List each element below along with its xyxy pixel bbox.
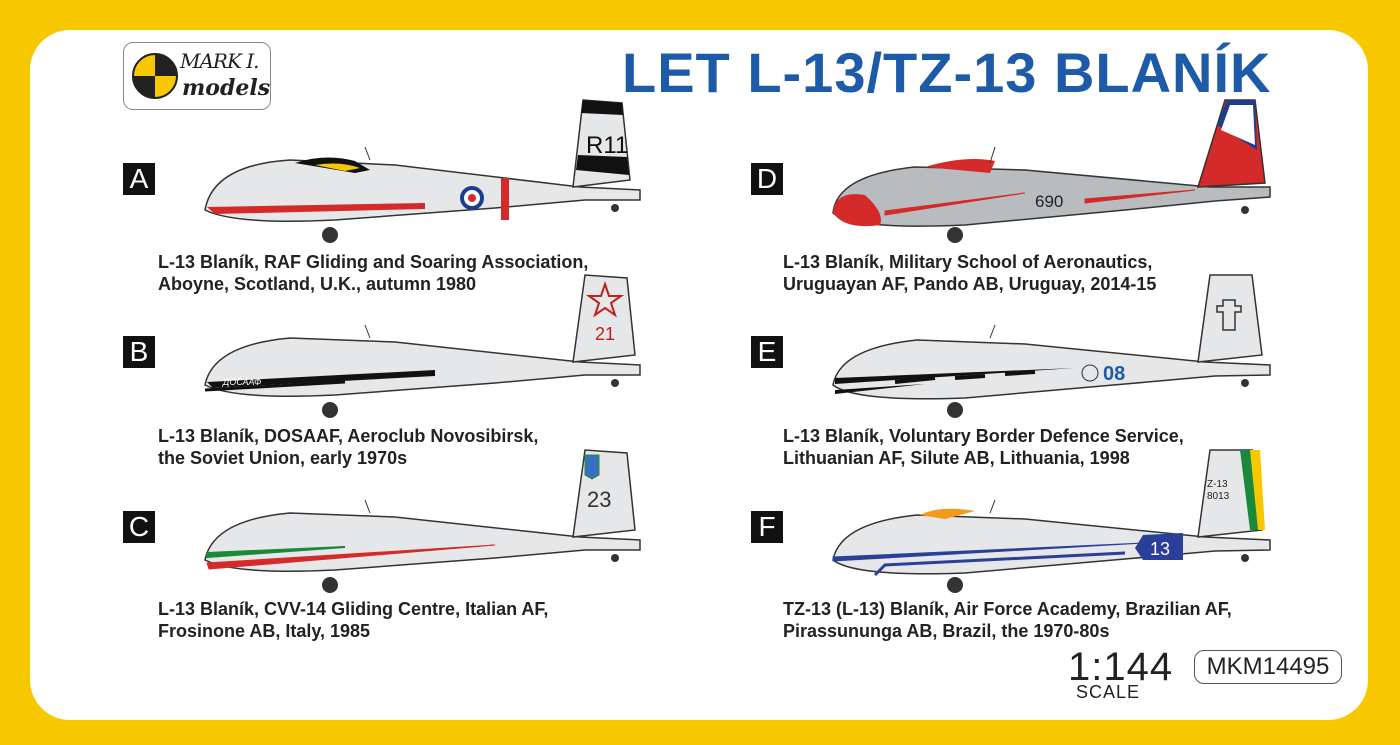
brand-logo: MARK I. models <box>123 42 271 110</box>
logo-roundel-icon <box>132 53 178 99</box>
caption-c: L-13 Blaník, CVV-14 Gliding Centre, Ital… <box>158 599 549 641</box>
glider-d-side-code: 690 <box>1035 192 1063 211</box>
variant-letter-b: B <box>123 336 155 368</box>
caption-b: L-13 Blaník, DOSAAF, Aeroclub Novosibirs… <box>158 426 539 468</box>
glider-f-tail-code: Z-13 <box>1207 479 1228 490</box>
glider-c-illustration: 23 <box>204 449 641 593</box>
glider-f-illustration: 13 Z-13 8013 <box>832 449 1271 593</box>
logo-line1: MARK I. <box>180 49 260 73</box>
caption-a: L-13 Blaník, RAF Gliding and Soaring Ass… <box>158 252 589 294</box>
page-title: LET L-13/TZ-13 BLANÍK <box>622 41 1272 104</box>
glider-f-side-code: 13 <box>1150 539 1170 559</box>
caption-d: L-13 Blaník, Military School of Aeronaut… <box>783 252 1157 294</box>
scale-label: SCALE <box>1076 682 1141 702</box>
glider-f-tail-serial: 8013 <box>1207 491 1230 502</box>
glider-e-side-code: 08 <box>1103 363 1125 385</box>
glider-e-illustration: 08 <box>832 274 1271 418</box>
caption-e: L-13 Blaník, Voluntary Border Defence Se… <box>783 426 1184 468</box>
glider-d-illustration: 690 <box>832 99 1271 243</box>
glider-c-tail-code: 23 <box>587 487 611 512</box>
glider-b-tail-code: 21 <box>595 324 615 344</box>
variant-letter-f: F <box>751 511 783 543</box>
scale-value: 1:144 <box>1068 645 1174 689</box>
glider-a-illustration: R11 <box>204 99 641 243</box>
variant-letter-e: E <box>751 336 783 368</box>
glider-b-side-text: ДОСААФ <box>222 377 261 387</box>
glider-b-illustration: ДОСААФ 21 <box>204 274 641 418</box>
logo-line2: models <box>182 75 271 101</box>
variant-letter-a: A <box>123 163 155 195</box>
caption-f: TZ-13 (L-13) Blaník, Air Force Academy, … <box>783 599 1232 641</box>
variant-letter-d: D <box>751 163 783 195</box>
glider-a-tail-code: R11 <box>586 132 628 159</box>
product-code: MKM14495 <box>1194 650 1342 684</box>
variant-letter-c: C <box>123 511 155 543</box>
